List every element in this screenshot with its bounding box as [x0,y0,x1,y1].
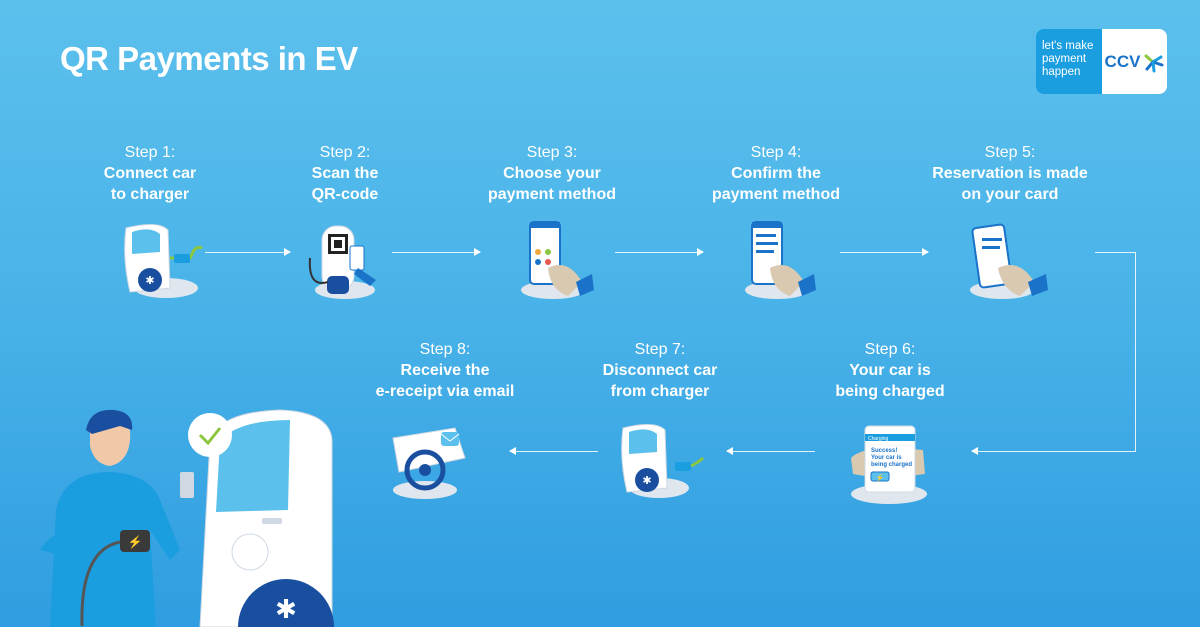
step-3-label: Step 3: Choose your payment method [442,142,662,205]
page-title: QR Payments in EV [60,40,358,77]
step-title: being charged [835,383,945,400]
step-title: Confirm the [731,165,821,182]
phone-charging-icon: Charging Success! Your car is being char… [851,425,927,504]
step-title: Your car is [849,362,931,379]
logo-tagline: let's make payment happen [1036,29,1102,94]
phone-header: Charging [868,436,889,442]
step-title: payment method [711,186,840,203]
step-title: Connect car [103,165,197,182]
flow-arrow [392,248,481,256]
phone-message: Your car is [871,455,902,461]
flow-connector [1095,252,1135,253]
step-number: Step 8: [419,341,471,358]
flow-arrow [971,447,1136,455]
step-number: Step 5: [984,144,1036,161]
step-title: payment method [487,186,616,203]
svg-text:⚡: ⚡ [876,473,885,482]
email-receipt-icon [392,427,466,499]
svg-text:✱: ✱ [145,275,154,287]
phone-payment-methods-icon [521,221,594,299]
step-title: Scan the [311,165,379,182]
step-5-label: Step 5: Reservation is made on your card [900,142,1120,205]
phone-confirm-icon [745,221,816,299]
step-title: to charger [110,186,190,203]
step-7-label: Step 7: Disconnect car from charger [550,339,770,402]
step-number: Step 6: [864,341,916,358]
tagline-line: happen [1042,66,1081,78]
step-number: Step 4: [750,144,802,161]
step-title: Disconnect car [602,362,718,379]
svg-text:⚡: ⚡ [128,535,143,549]
flow-arrow [205,248,291,256]
step-number: Step 1: [124,144,176,161]
scan-qr-icon [308,225,376,299]
logo-brand: CCV [1104,51,1141,71]
svg-text:✱: ✱ [642,475,651,487]
tagline-line: payment [1042,53,1087,65]
step-title: e-receipt via email [375,383,515,400]
step-title: QR-code [311,186,379,203]
step-number: Step 3: [526,144,578,161]
step-title: on your card [961,186,1059,203]
flow-arrow [840,248,929,256]
step-number: Step 7: [634,341,686,358]
step-title: Reservation is made [932,165,1088,182]
phone-message: being charged [871,462,912,468]
tagline-line: let's make [1042,40,1094,52]
step-4-label: Step 4: Confirm the payment method [666,142,886,205]
step-title: Choose your [503,165,601,182]
step-title: from charger [610,383,710,400]
flow-arrow [726,447,815,455]
person-charging-car-illustration: ✱ ⚡ [40,409,334,627]
step-number: Step 2: [319,144,371,161]
step-1-label: Step 1: Connect car to charger [40,142,260,205]
car-charger-icon: ✱ [124,224,203,298]
phone-message: Success! [871,448,897,454]
star-flower-icon [1144,54,1164,72]
phone-reservation-icon [970,223,1048,299]
disconnect-car-icon: ✱ [621,424,705,498]
car-wheel [238,579,334,627]
step-title: Receive the [400,362,490,379]
flow-arrow [509,447,598,455]
flow-connector [1135,252,1136,451]
svg-text:✱: ✱ [275,594,297,624]
flow-arrow [615,248,704,256]
step-6-label: Step 6: Your car is being charged [780,339,1000,402]
ccv-logo: let's make payment happen CCV [1036,29,1167,94]
step-8-label: Step 8: Receive the e-receipt via email [335,339,555,402]
